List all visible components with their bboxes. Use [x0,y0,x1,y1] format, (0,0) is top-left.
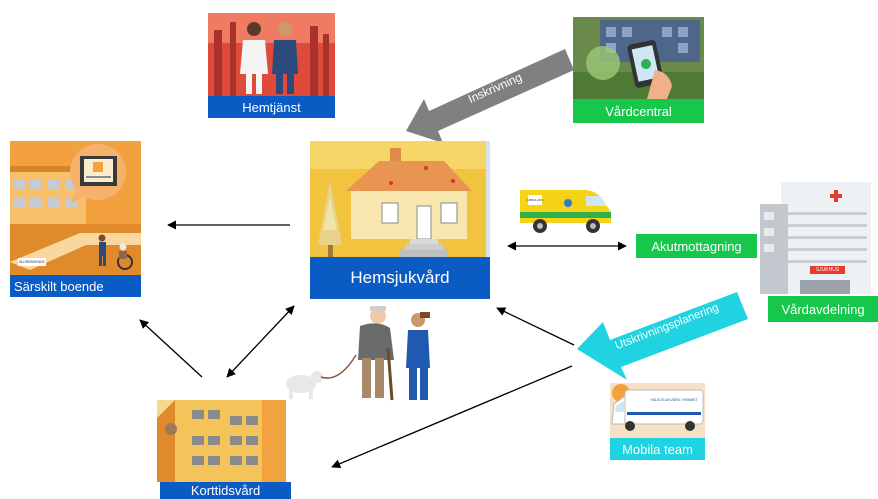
node-label-mobila-team: Mobila team [610,438,705,460]
vardcentral-illustration [573,17,704,99]
node-label-akutmottagning: Akutmottagning [636,234,757,258]
ambulance-illustration [520,190,611,233]
node-label-korttidsvard: Korttidsvård [160,482,291,499]
sarskilt-boende-illustration [10,141,141,275]
arrow-to-hemsjukvard [496,307,575,346]
connector-arrows [139,220,627,469]
node-label-vardcentral: Vårdcentral [573,99,704,123]
arrow-to-korttidsvard [331,365,573,469]
korttidsvard-illustration [157,400,286,482]
node-label-sarskilt-boende: Särskilt boende [10,275,141,297]
van-illustration [610,383,705,438]
boende-sign-text: ÄLDREBOENDE [19,260,45,264]
arrow-korttid-to-sarskilt [139,319,203,378]
utskrivning-arrow [577,292,748,380]
hospital-sign-text: SJUKHUS [815,267,840,273]
people-illustration [286,306,430,401]
ambulance-text: AMBULANS [526,198,544,202]
arrow-hemsjukvard-korttid [226,305,295,378]
node-label-hemsjukvard: Hemsjukvård [310,257,490,299]
hemtjanst-illustration [208,13,335,97]
hemsjukvard-illustration [310,141,490,257]
van-text: HÄLSOSJUKVÅRD I HEMMET [650,397,698,402]
hospital-illustration [760,182,871,294]
node-label-hemtjanst: Hemtjänst [208,96,335,118]
node-label-vardavdelning: Vårdavdelning [768,296,878,322]
inskrivning-arrow [406,49,574,143]
